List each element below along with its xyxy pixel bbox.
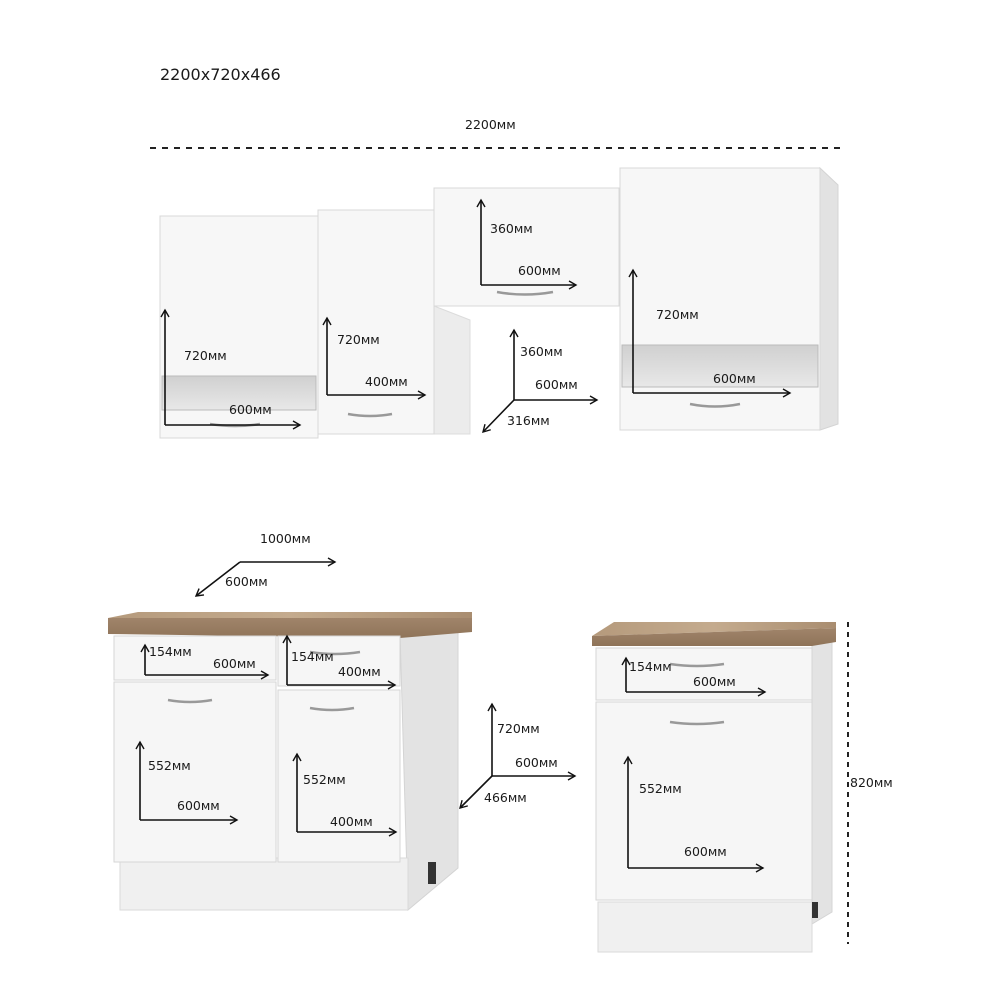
small-base-overall-height-label: 820мм: [850, 775, 893, 790]
small-drawer-width-label: 600мм: [693, 674, 736, 689]
wall-cabinets: [159, 166, 839, 439]
large-base-door-right: [277, 689, 401, 863]
small-drawer-height-label: 154мм: [629, 659, 672, 674]
left-cabinet-shelf-opening: [161, 375, 317, 411]
large-base-plinth: [119, 857, 409, 911]
large-base-countertop-top: [108, 612, 472, 618]
second-wall-cabinet: [317, 209, 435, 435]
right-cabinet-width-label: 600мм: [713, 371, 756, 386]
small-base-plinth: [597, 901, 813, 953]
gap-depth-label: 316мм: [507, 413, 550, 428]
gap-side-panel: [433, 305, 471, 435]
drawer-left-height-label: 154мм: [149, 644, 192, 659]
top-cabinet-height-label: 360мм: [490, 221, 533, 236]
second-cabinet-height-label: 720мм: [337, 332, 380, 347]
small-base-leg: [812, 902, 818, 918]
base-axis-height-label: 720мм: [497, 721, 540, 736]
small-base-countertop-top: [592, 622, 836, 636]
gap-height-label: 360мм: [520, 344, 563, 359]
door-left-height-label: 552мм: [148, 758, 191, 773]
total-width-label: 2200мм: [465, 117, 516, 132]
large-base-width-label: 1000мм: [260, 531, 311, 546]
right-cabinet-handle: [689, 402, 741, 408]
right-cabinet-height-label: 720мм: [656, 307, 699, 322]
small-door-handle: [669, 720, 725, 726]
drawer-right-width-label: 400мм: [338, 664, 381, 679]
large-base-door-left: [113, 681, 277, 863]
drawer-right-handle: [309, 650, 361, 656]
door-left-handle: [167, 698, 213, 704]
small-base-countertop-edge: [592, 628, 836, 646]
door-left-width-label: 600мм: [177, 798, 220, 813]
large-base-depth-label: 600мм: [225, 574, 268, 589]
drawer-right-height-label: 154мм: [291, 649, 334, 664]
large-base-drawer-left: [113, 635, 277, 681]
top-cabinet-width-label: 600мм: [518, 263, 561, 278]
top-wall-cabinet: [433, 187, 620, 307]
large-base-dimension-arrows: [135, 634, 398, 837]
base-axis-depth-label: 466мм: [484, 790, 527, 805]
small-base-cabinet: [592, 622, 836, 953]
right-cabinet-shelf-opening: [621, 344, 819, 388]
right-cabinet-side: [819, 166, 839, 431]
base-axes-arrows: [459, 702, 577, 809]
drawer-left-width-label: 600мм: [213, 656, 256, 671]
door-right-height-label: 552мм: [303, 772, 346, 787]
large-base-drawer-right: [277, 635, 401, 687]
small-base-door: [595, 701, 813, 901]
left-cabinet-height-label: 720мм: [184, 348, 227, 363]
small-base-side: [811, 633, 833, 925]
small-base-dimension-arrows: [621, 656, 767, 873]
small-door-width-label: 600мм: [684, 844, 727, 859]
set-title: 2200x720x466: [160, 65, 281, 84]
wall-dimension-arrows: [160, 198, 792, 434]
base-axis-width-label: 600мм: [515, 755, 558, 770]
door-right-width-label: 400мм: [330, 814, 373, 829]
door-right-handle: [309, 706, 355, 712]
small-drawer-handle: [669, 662, 725, 668]
large-base-cabinet: 1000мм 600мм: [108, 531, 472, 912]
second-cabinet-width-label: 400мм: [365, 374, 408, 389]
top-cabinet-handle: [496, 290, 554, 296]
second-cabinet-handle: [347, 412, 393, 418]
left-cabinet-width-label: 600мм: [229, 402, 272, 417]
gap-width-label: 600мм: [535, 377, 578, 392]
right-wall-cabinet: [619, 167, 821, 431]
large-base-leg: [428, 862, 436, 884]
small-door-height-label: 552мм: [639, 781, 682, 796]
large-base-countertop-edge: [108, 618, 472, 638]
